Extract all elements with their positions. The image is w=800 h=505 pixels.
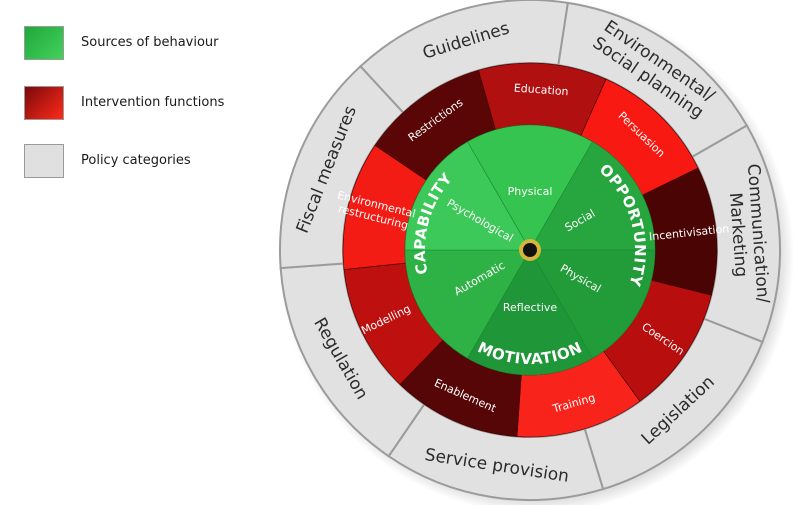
legend-item-sources: Sources of behaviour — [24, 26, 284, 66]
intervention-ring — [342, 62, 718, 438]
source-label-reflective-3: Reflective — [503, 301, 558, 314]
source-segment-physical-2 — [529, 249, 656, 359]
source-segment-physical-0 — [467, 124, 593, 251]
legend-label-interventions: Intervention functions — [81, 95, 225, 110]
sources-disc — [404, 124, 656, 376]
legend-item-policy: Policy categories — [24, 144, 284, 184]
intervention-label-education: Education — [513, 81, 569, 98]
source-segment-automatic-4 — [404, 249, 531, 359]
center-dot — [523, 243, 537, 257]
legend-item-interventions: Intervention functions — [24, 86, 284, 126]
source-segment-social-1 — [529, 141, 656, 251]
legend-swatch-policy — [24, 144, 64, 178]
source-label-physical-0: Physical — [508, 185, 553, 198]
source-segment-reflective-3 — [467, 249, 593, 376]
legend-label-sources: Sources of behaviour — [81, 35, 219, 50]
legend-swatch-interventions — [24, 86, 64, 120]
policy-ring — [279, 0, 781, 501]
legend-swatch-sources — [24, 26, 64, 60]
legend-label-policy: Policy categories — [81, 153, 191, 168]
source-segment-psychological-5 — [404, 141, 531, 251]
